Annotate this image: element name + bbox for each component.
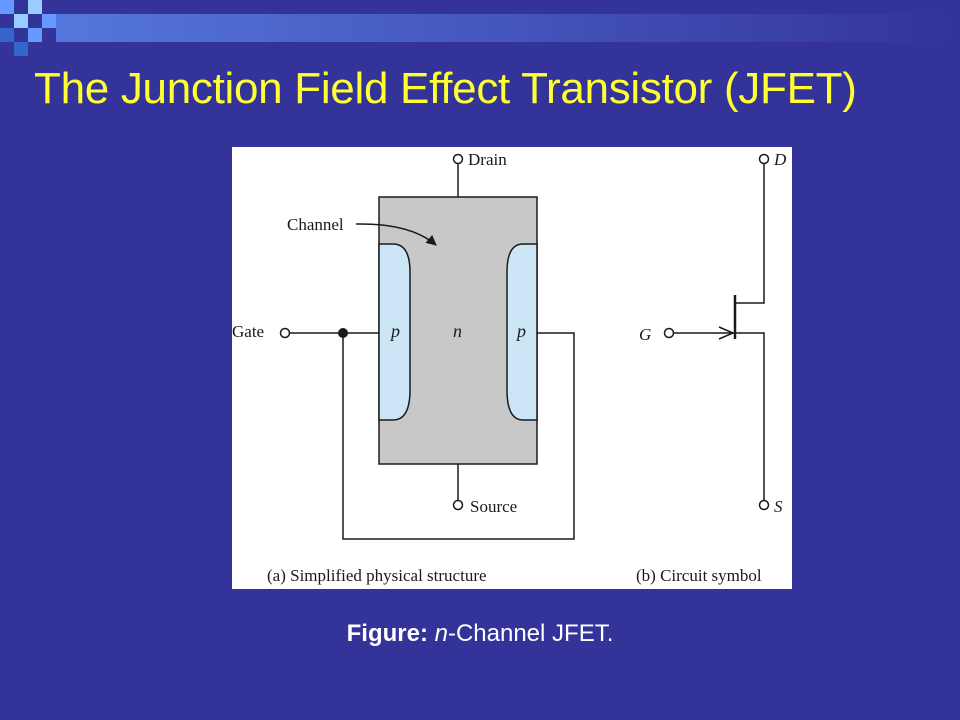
p-region-left (378, 243, 411, 421)
deco-square (28, 28, 42, 42)
slide-title: The Junction Field Effect Transistor (JF… (34, 64, 857, 113)
figure-caption: Figure: n-Channel JFET. (0, 620, 960, 648)
symbol-source-terminal (758, 499, 770, 511)
p-right-label: p (515, 321, 526, 341)
deco-square (42, 14, 56, 28)
gate-return-wire (342, 332, 575, 540)
jfet-diagram-svg: Drain Source Channel Gate p n p D G S (a… (232, 150, 787, 585)
symbol-gate-arrow (718, 326, 735, 340)
channel-label: Channel (287, 215, 344, 234)
p-region-right (506, 243, 538, 421)
jfet-figure: Drain Source Channel Gate p n p D G S (a… (232, 147, 792, 589)
deco-square (0, 28, 14, 42)
drain-label: Drain (468, 150, 507, 169)
symbol-gate-label: G (639, 325, 651, 344)
symbol-source-wire (735, 332, 765, 501)
deco-square (28, 0, 42, 14)
symbol-drain-terminal (758, 153, 770, 165)
corner-decoration (0, 0, 960, 56)
n-label: n (453, 321, 462, 341)
source-terminal (452, 499, 464, 511)
subcaption-b: (b) Circuit symbol (636, 566, 762, 585)
top-gradient-bar (56, 14, 960, 42)
source-label: Source (470, 497, 517, 516)
deco-square (0, 0, 14, 14)
deco-square (14, 14, 28, 28)
symbol-drain-wire (735, 163, 765, 304)
symbol-gate-terminal (663, 327, 675, 339)
caption-label: Figure: (346, 620, 428, 647)
symbol-drain-label: D (773, 150, 787, 169)
gate-terminal (279, 327, 291, 339)
caption-text: -Channel JFET. (447, 620, 614, 647)
subcaption-a: (a) Simplified physical structure (267, 566, 487, 585)
deco-square (14, 42, 28, 56)
drain-terminal (452, 153, 464, 165)
gate-label: Gate (232, 322, 264, 341)
symbol-source-label: S (774, 497, 783, 516)
channel-arrow (355, 223, 437, 246)
p-left-label: p (389, 321, 400, 341)
caption-italic: n (434, 620, 448, 647)
